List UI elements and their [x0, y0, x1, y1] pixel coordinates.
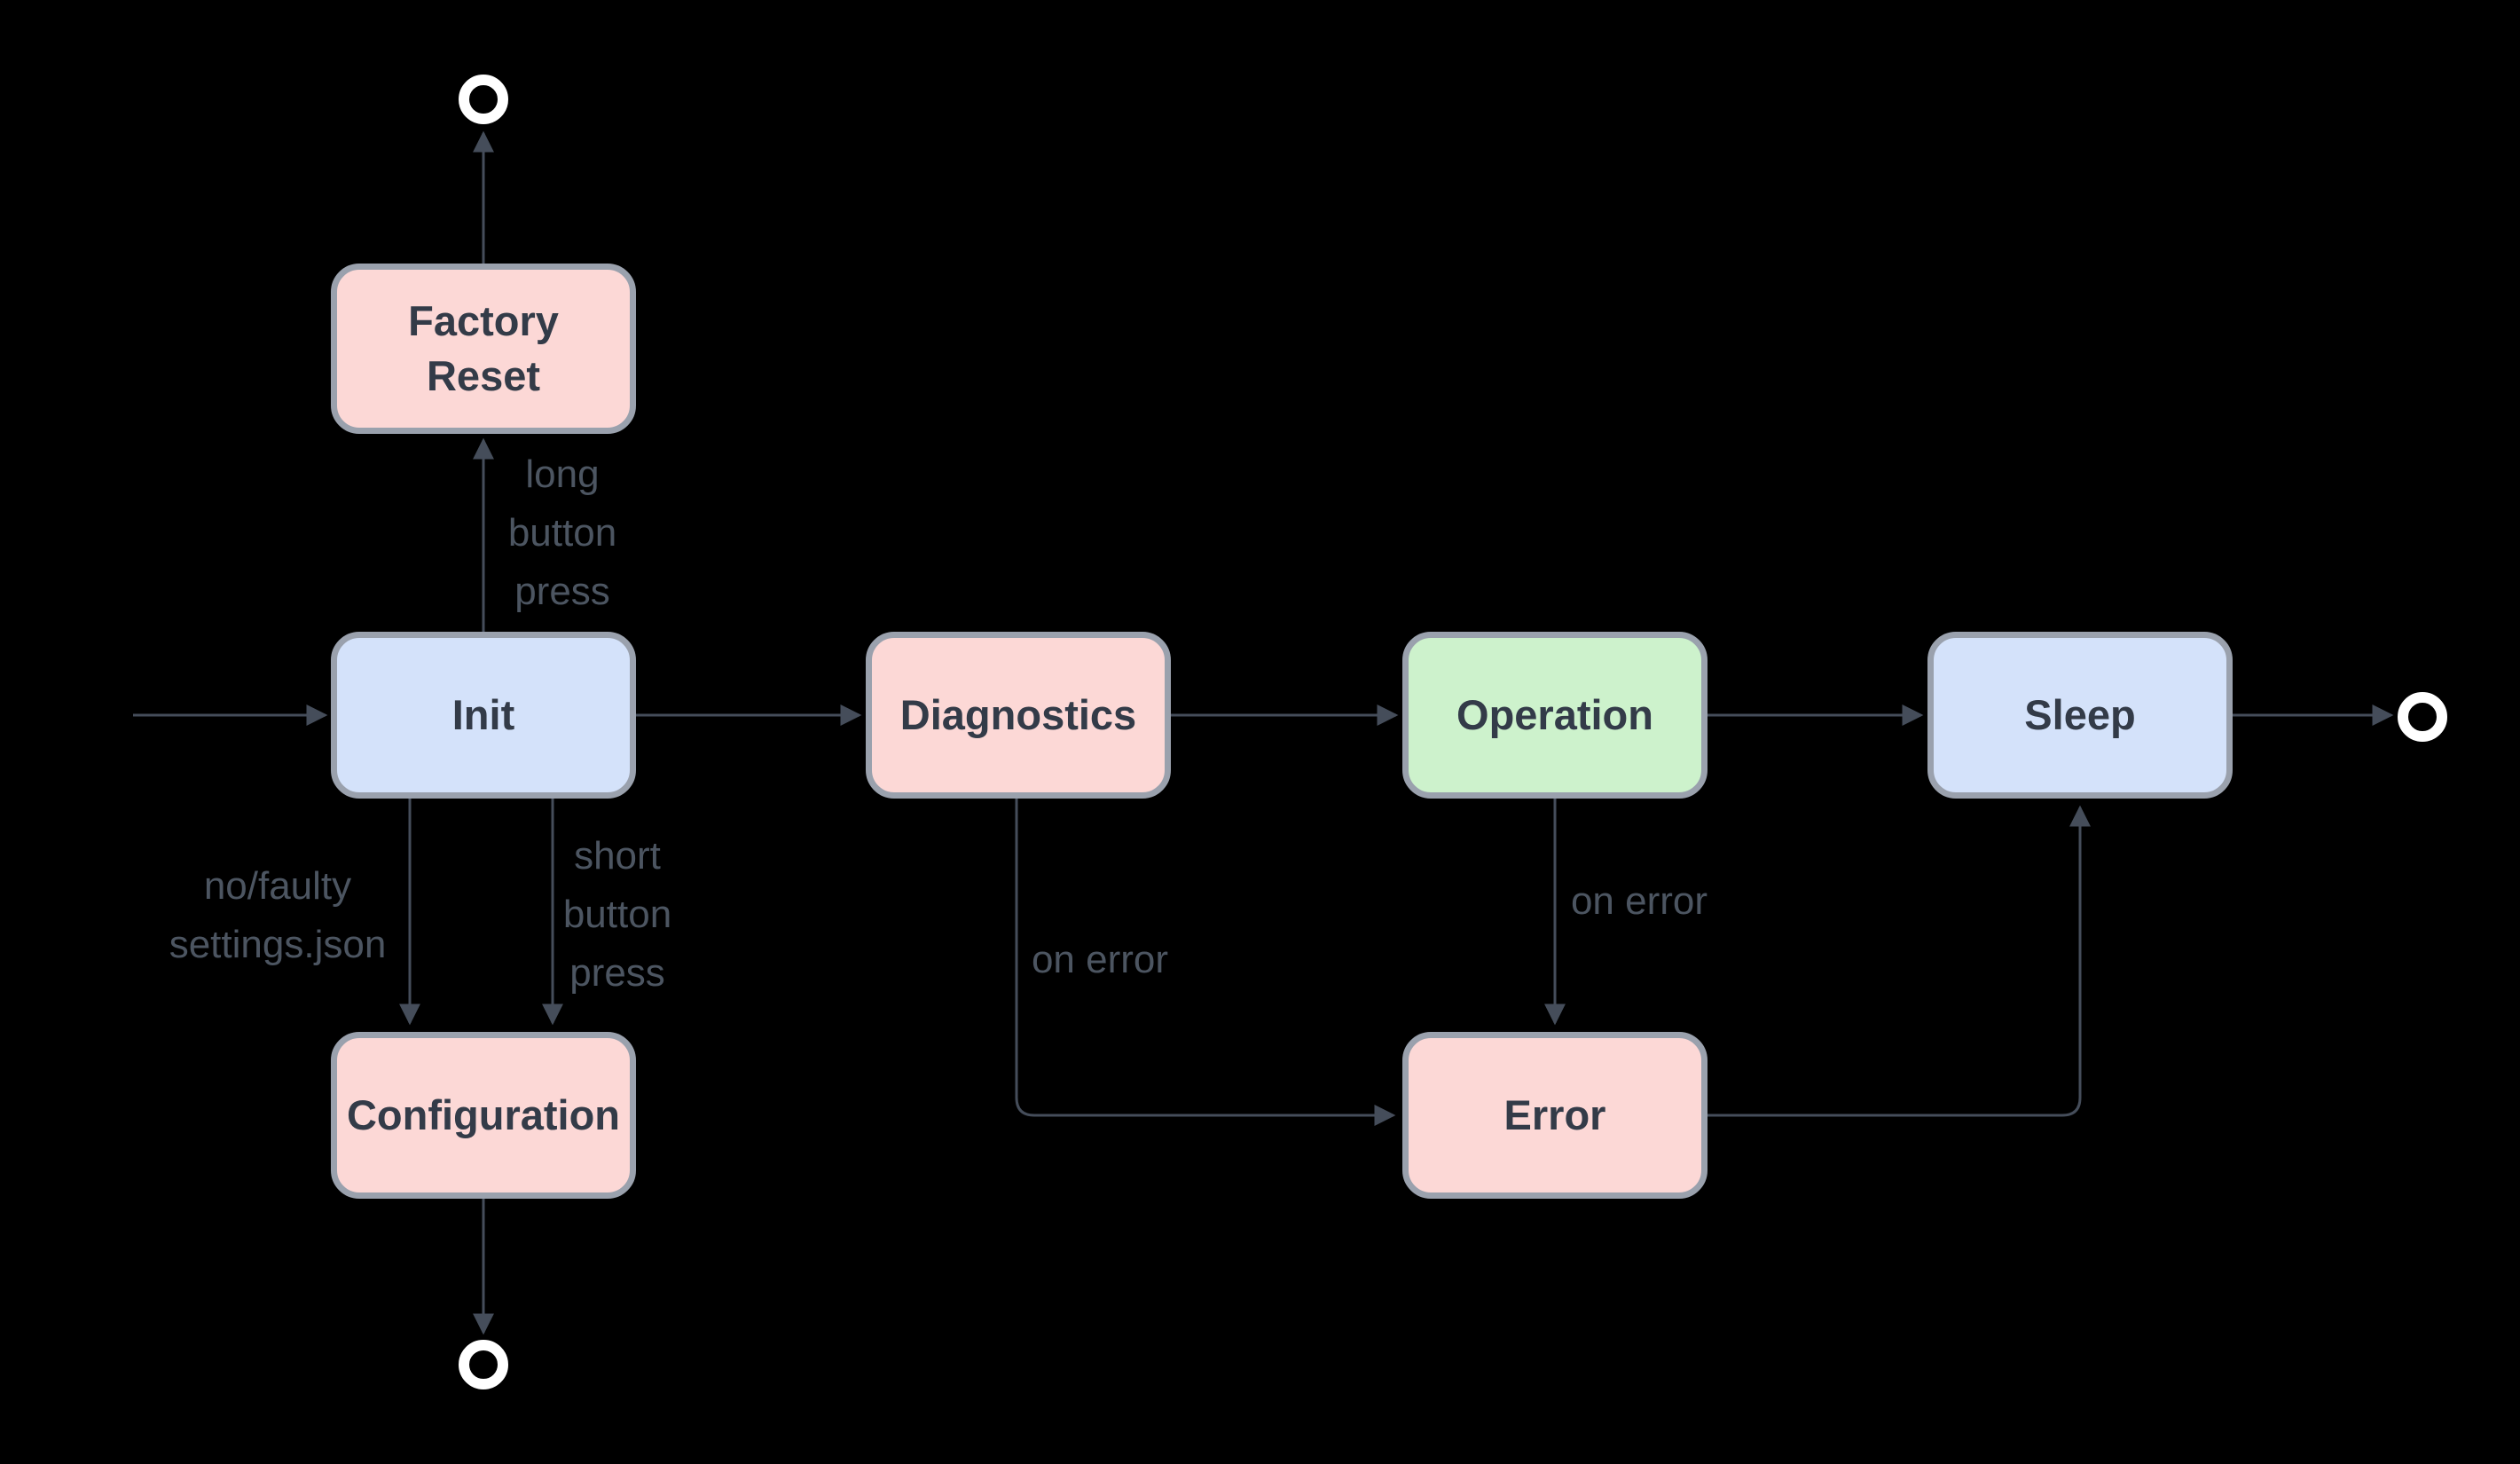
state-init[interactable]: Init — [331, 632, 636, 799]
edge-label-short-button-press: short button press — [562, 834, 672, 995]
edge-label-no-faulty-settings: no/faulty settings.json — [169, 864, 387, 966]
edge-label-on-error-operation: on error — [1570, 879, 1708, 923]
edge-error-to-sleep — [1707, 805, 2091, 1117]
state-error-label: Error — [1503, 1091, 1606, 1138]
state-factory-reset-label: Factory Reset — [408, 297, 559, 399]
state-factory-reset[interactable]: Factory Reset — [331, 264, 636, 434]
edge-diagnostics-to-error — [1015, 799, 1396, 1126]
state-operation[interactable]: Operation — [1402, 632, 1707, 799]
state-sleep-label: Sleep — [2024, 691, 2136, 738]
terminal-circle-right — [2398, 692, 2447, 742]
state-error[interactable]: Error — [1402, 1032, 1707, 1199]
state-diagnostics[interactable]: Diagnostics — [866, 632, 1171, 799]
terminal-circle-bottom — [459, 1340, 508, 1389]
edge-label-long-button-press: long button press — [507, 453, 617, 613]
state-configuration[interactable]: Configuration — [331, 1032, 636, 1199]
terminal-circle-top — [459, 75, 508, 124]
state-sleep[interactable]: Sleep — [1927, 632, 2233, 799]
edge-label-on-error-diagnostics: on error — [1031, 938, 1169, 981]
state-diagnostics-label: Diagnostics — [899, 691, 1137, 738]
state-configuration-label: Configuration — [346, 1091, 621, 1138]
state-init-label: Init — [451, 691, 515, 738]
state-operation-label: Operation — [1456, 691, 1653, 738]
